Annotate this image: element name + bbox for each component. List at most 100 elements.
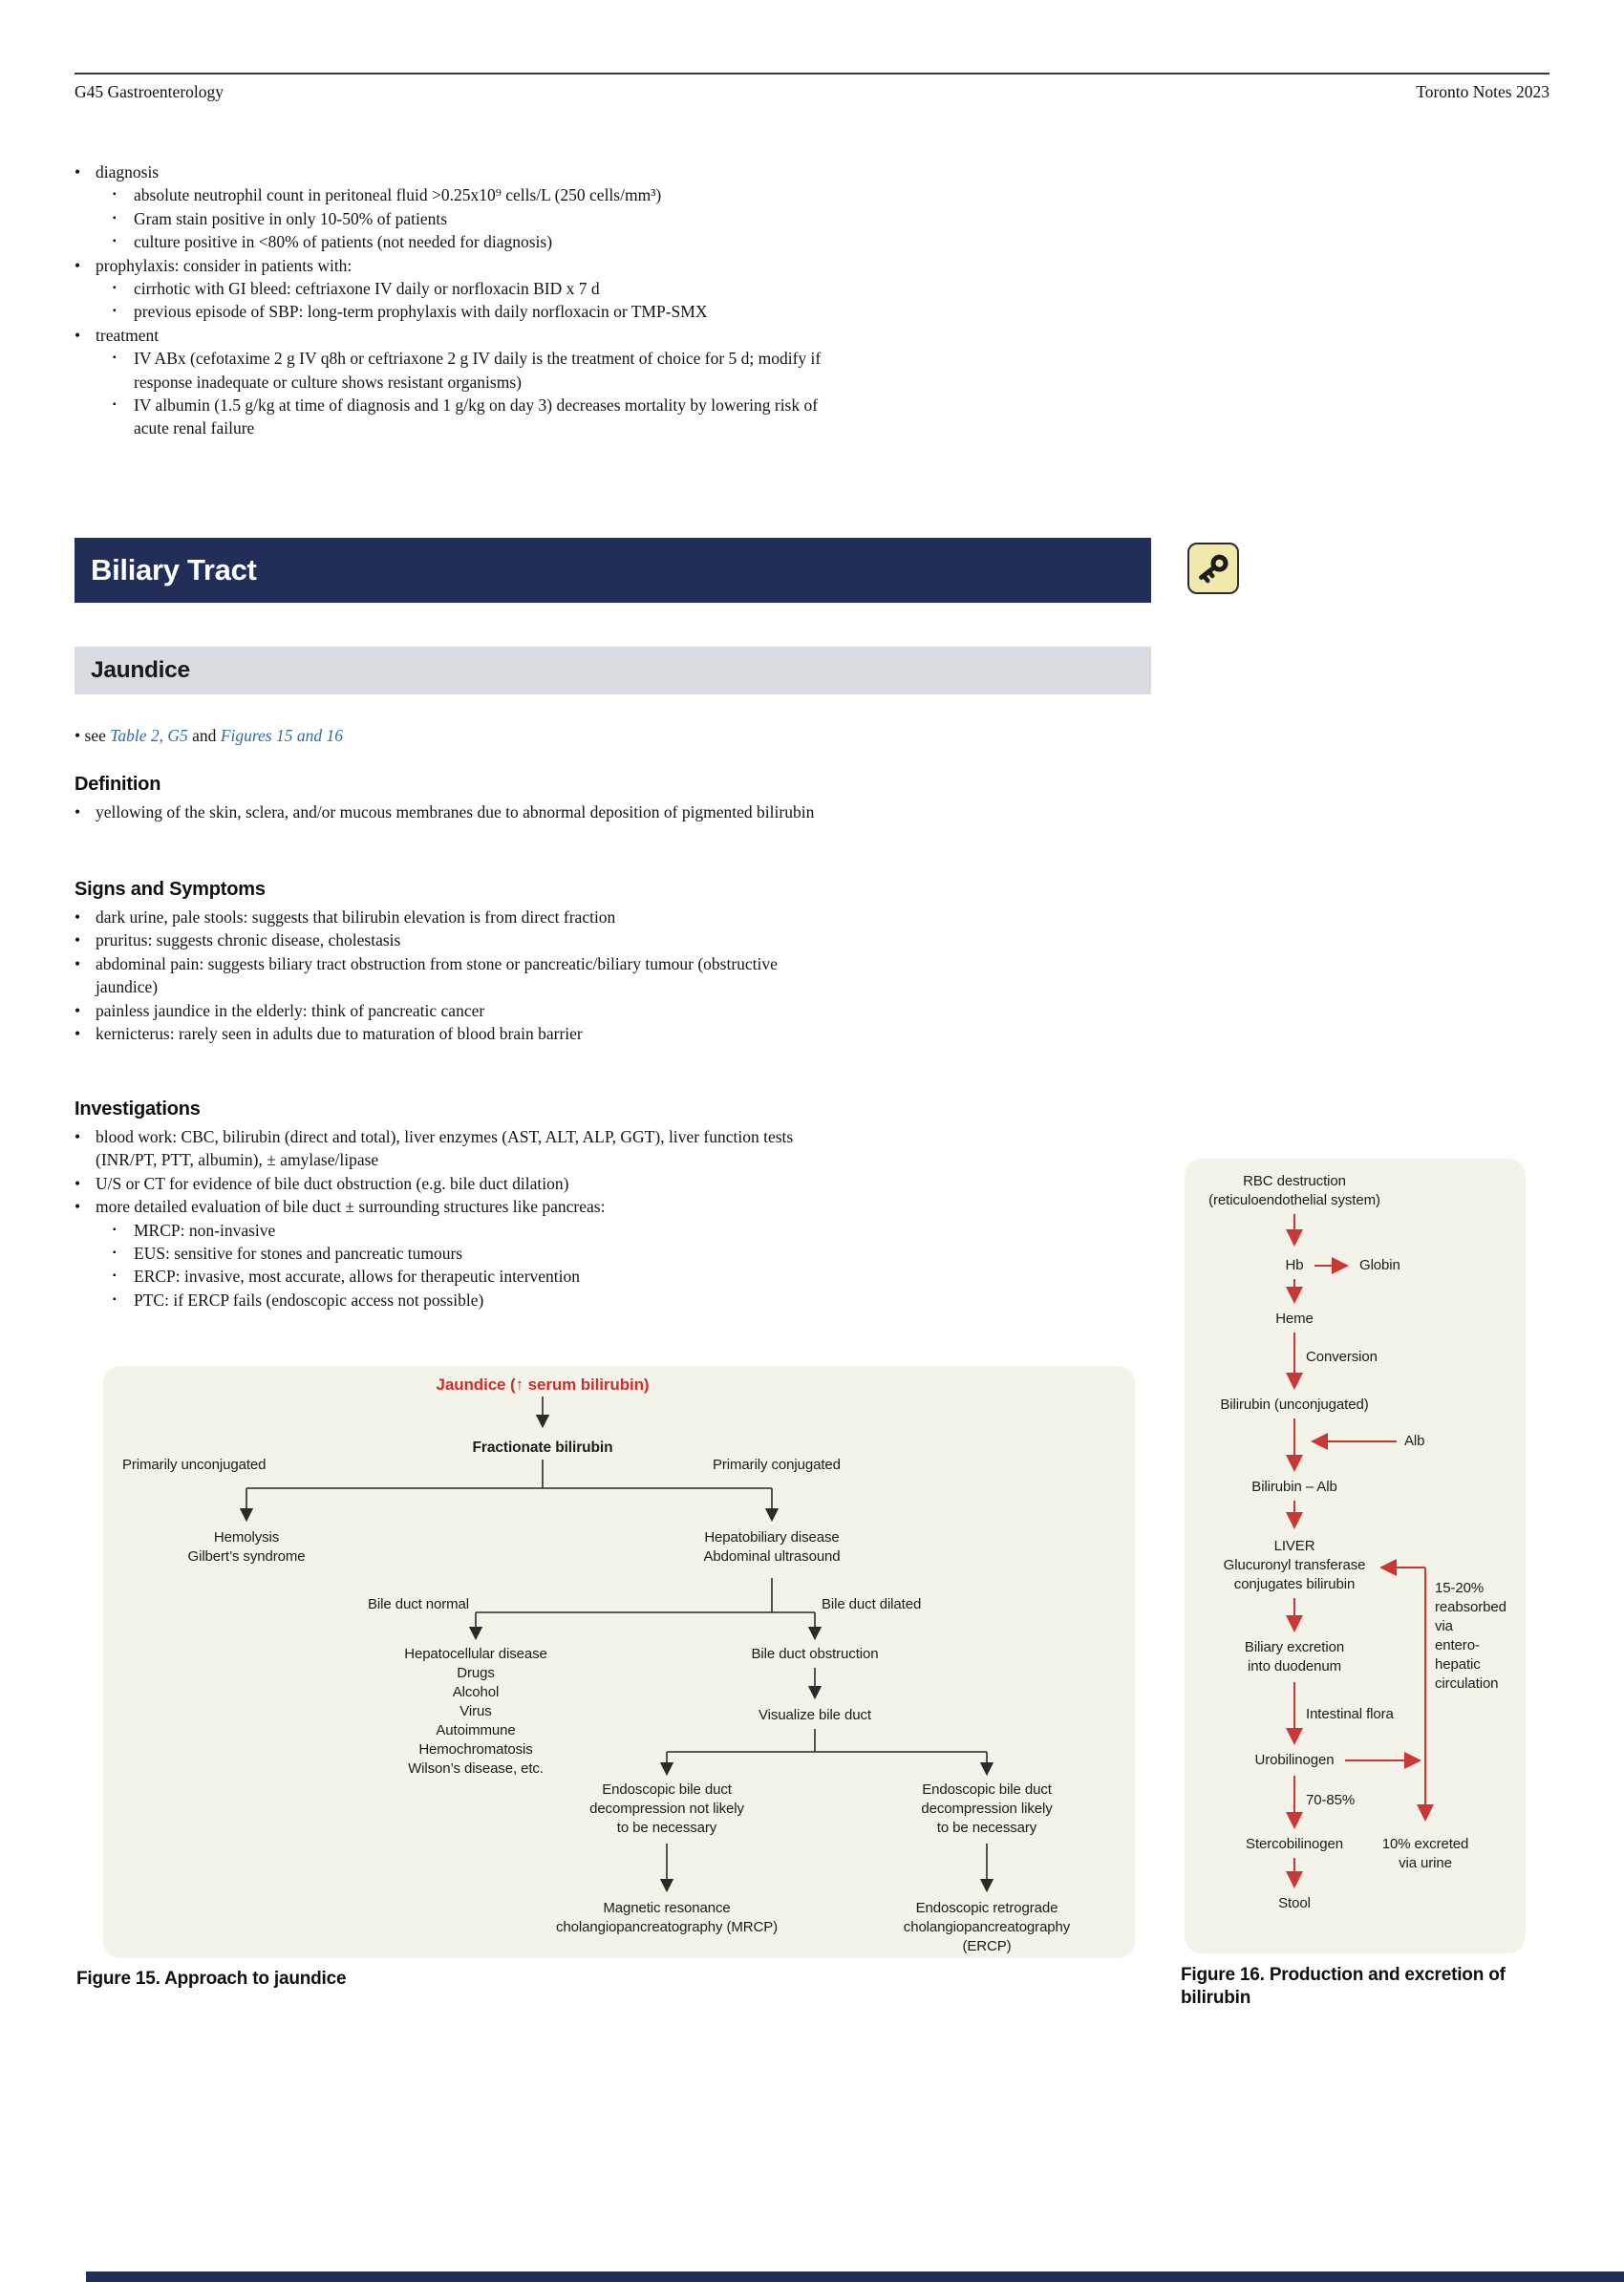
sub-bullet-marker: ▪	[113, 306, 117, 317]
fig16-node-urobilinogen: Urobilinogen	[1254, 1752, 1335, 1768]
bullet-item: • prophylaxis: consider in patients with:	[75, 254, 839, 277]
fig16-node-liver: LIVER Glucuronyl transferase conjugates …	[1223, 1538, 1366, 1592]
fig15-node-mrcp: Magnetic resonance cholangiopancreatogra…	[555, 1900, 779, 1935]
sub-bullet-item: ▪culture positive in <80% of patients (n…	[113, 230, 839, 253]
bullet-item: • blood work: CBC, bilirubin (direct and …	[75, 1125, 839, 1172]
bullet-marker: •	[75, 255, 81, 275]
fig15-node-ercp: Endoscopic retrograde cholangiopancreato…	[903, 1900, 1071, 1954]
page-header-left: G45 Gastroenterology	[75, 82, 224, 101]
footer-bar	[86, 2271, 1624, 2282]
bullet-item: •treatment	[75, 324, 839, 347]
bullet-marker: •	[75, 726, 81, 745]
sub-bullet-item: ▪MRCP: non-invasive	[113, 1219, 839, 1242]
sub-bullet-marker: ▪	[113, 236, 117, 247]
fig16-label-70-85: 70-85%	[1306, 1792, 1356, 1808]
sub-bullet-text: ERCP: invasive, most accurate, allows fo…	[134, 1267, 581, 1287]
signs-heading: Signs and Symptoms	[75, 879, 266, 900]
sub-bullet-text: IV albumin (1.5 g/kg at time of diagnosi…	[134, 395, 819, 438]
fig15-node-fractionate: Fractionate bilirubin	[472, 1440, 613, 1456]
sbp-bullet-list: •diagnosis▪absolute neutrophil count in …	[75, 160, 839, 440]
sub-bullet-marker: ▪	[113, 283, 117, 294]
bullet-marker: •	[75, 162, 81, 181]
fig16-node-stercobilinogen: Stercobilinogen	[1246, 1836, 1343, 1852]
sub-bullet-text: absolute neutrophil count in peritoneal …	[134, 185, 662, 205]
bullet-marker: •	[75, 1197, 81, 1217]
section-banner-biliary-tract: Biliary Tract	[75, 538, 1151, 603]
sub-bullet-text: IV ABx (cefotaxime 2 g IV q8h or ceftria…	[134, 349, 822, 392]
bullet-text: kernicterus: rarely seen in adults due t…	[96, 1024, 583, 1044]
sub-bullet-item: ▪ ERCP: invasive, most accurate, allows f…	[113, 1265, 839, 1288]
bullet-text: blood work: CBC, bilirubin (direct and t…	[96, 1127, 794, 1170]
subsection-banner-jaundice: Jaundice	[75, 647, 1151, 694]
figure-15-connectors	[239, 1397, 994, 1893]
fig16-node-heme: Heme	[1275, 1311, 1314, 1327]
fig16-node-10-excreted: 10% excreted via urine	[1381, 1836, 1469, 1871]
link-figures-15-16[interactable]: Figures 15 and 16	[220, 726, 343, 745]
bullet-text: U/S or CT for evidence of bile duct obst…	[96, 1173, 569, 1193]
bullet-item: • U/S or CT for evidence of bile duct obs…	[75, 1172, 839, 1195]
fig16-node-stool: Stool	[1278, 1895, 1311, 1911]
bullet-marker: •	[75, 325, 81, 345]
bullet-marker: •	[75, 1024, 81, 1044]
sub-bullet-item: ▪PTC: if ERCP fails (endoscopic access n…	[113, 1289, 839, 1312]
bullet-text: diagnosis	[96, 162, 160, 181]
bullet-text: prophylaxis: consider in patients with:	[96, 255, 353, 275]
sub-bullet-marker: ▪	[113, 212, 117, 224]
key-icon-badge	[1187, 543, 1239, 594]
sub-bullet-text: EUS: sensitive for stones and pancreatic…	[134, 1244, 463, 1264]
bullet-item: • yellowing of the skin, sclera, and/or m…	[75, 800, 839, 823]
investigations-heading: Investigations	[75, 1098, 201, 1120]
sub-bullet-marker: ▪	[113, 1224, 117, 1235]
figure-16-caption: Figure 16. Production and excretion of b…	[1181, 1965, 1506, 2008]
sub-bullet-marker: ▪	[113, 352, 117, 364]
fig16-node-hb: Hb	[1285, 1257, 1304, 1273]
bullet-marker: •	[75, 1000, 81, 1020]
definition-heading: Definition	[75, 774, 161, 795]
bullet-item: •abdominal pain: suggests biliary tract …	[75, 952, 839, 999]
key-icon	[1199, 554, 1229, 584]
sub-bullet-item: ▪IV albumin (1.5 g/kg at time of diagnos…	[113, 394, 839, 440]
bullet-item: • kernicterus: rarely seen in adults due …	[75, 1022, 839, 1045]
sub-bullet-item: ▪ Gram stain positive in only 10-50% of p…	[113, 207, 839, 230]
bullet-item: • diagnosis	[75, 160, 839, 183]
fig16-node-rbc: RBC destruction (reticuloendothelial sys…	[1208, 1173, 1380, 1208]
bullet-item: •painless jaundice in the elderly: think…	[75, 999, 839, 1022]
bullet-item: • dark urine, pale stools: suggests that …	[75, 906, 839, 928]
fig16-label-reabsorbed: 15-20% reabsorbed via entero- hepatic ci…	[1435, 1580, 1506, 1692]
sub-bullet-marker: ▪	[113, 1270, 117, 1282]
bullet-text: abdominal pain: suggests biliary tract o…	[96, 953, 778, 997]
fig16-node-alb: Alb	[1404, 1433, 1425, 1449]
bullet-marker: •	[75, 907, 81, 927]
bullet-marker: •	[75, 930, 81, 950]
see-prefix: see	[84, 726, 111, 745]
sub-bullet-text: Gram stain positive in only 10-50% of pa…	[134, 208, 448, 228]
fig15-node-primarily-unconjugated: Primarily unconjugated	[122, 1457, 267, 1473]
sub-bullet-item: ▪absolute neutrophil count in peritoneal…	[113, 183, 839, 206]
bullet-marker: •	[75, 802, 81, 821]
figure-16-box: RBC destruction (reticuloendothelial sys…	[1185, 1159, 1526, 1953]
fig15-node-primarily-conjugated: Primarily conjugated	[713, 1457, 841, 1473]
fig15-node-bile-duct-dilated: Bile duct dilated	[822, 1596, 922, 1612]
bullet-text: dark urine, pale stools: suggests that b…	[96, 907, 616, 927]
fig16-node-bilirubin-alb: Bilirubin – Alb	[1251, 1479, 1337, 1495]
bullet-item: •more detailed evaluation of bile duct ±…	[75, 1195, 839, 1218]
bullet-marker: •	[75, 1127, 81, 1146]
fig16-label-intestinal-flora: Intestinal flora	[1306, 1706, 1394, 1722]
fig15-node-visualize: Visualize bile duct	[759, 1707, 871, 1723]
sub-bullet-item: ▪ EUS: sensitive for stones and pancreati…	[113, 1242, 839, 1265]
fig16-node-bilirubin-unconjugated: Bilirubin (unconjugated)	[1220, 1397, 1369, 1413]
bullet-marker: •	[75, 1173, 81, 1193]
fig15-node-hepatocellular: Hepatocellular disease Drugs Alcohol Vir…	[404, 1646, 547, 1777]
fig15-node-hepatobiliary: Hepatobiliary disease Abdominal ultrasou…	[703, 1529, 841, 1565]
fig15-node-decomp-not-likely: Endoscopic bile duct decompression not l…	[589, 1781, 744, 1836]
sub-bullet-marker: ▪	[113, 1248, 117, 1259]
bullet-text: pruritus: suggests chronic disease, chol…	[96, 930, 401, 950]
fig15-node-hemolysis: Hemolysis Gilbert’s syndrome	[187, 1529, 306, 1565]
fig16-node-globin: Globin	[1359, 1257, 1400, 1273]
sub-bullet-text: cirrhotic with GI bleed: ceftriaxone IV …	[134, 279, 600, 299]
sub-bullet-item: ▪ cirrhotic with GI bleed: ceftriaxone IV…	[113, 277, 839, 300]
see-and: and	[187, 726, 221, 745]
bullet-text: yellowing of the skin, sclera, and/or mu…	[96, 802, 815, 821]
link-table-2-g5[interactable]: Table 2, G5	[110, 726, 188, 745]
fig16-node-biliary-excretion: Biliary excretion into duodenum	[1244, 1639, 1345, 1674]
